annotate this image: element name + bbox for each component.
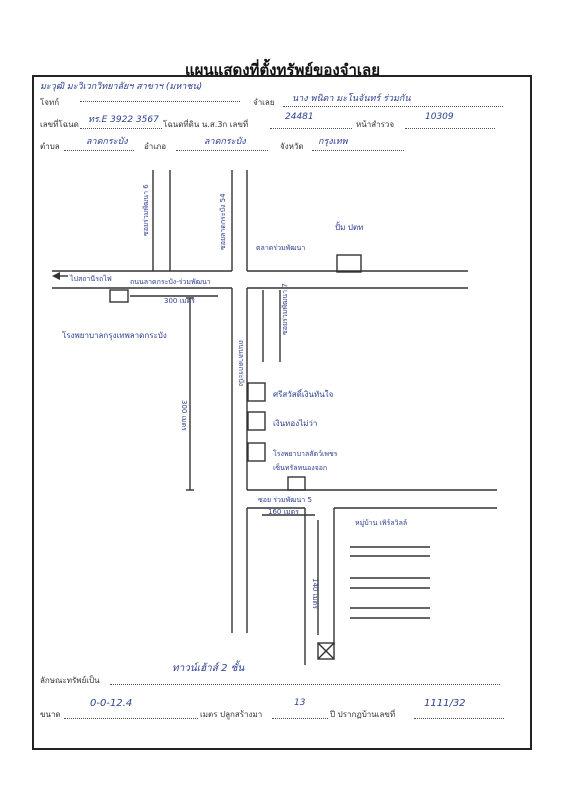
plaintiff-line [80, 101, 240, 102]
survey-value: 10309 [425, 112, 454, 122]
property-line [110, 684, 500, 685]
land-label: โฉนดที่ดิน น.ส.3ก เลขที่ [163, 120, 249, 129]
house-no-value: 1111/32 [424, 698, 466, 709]
defendant-label: จำเลย [253, 98, 275, 107]
province-line [312, 150, 404, 151]
house-no-label: ปี ปรากฏบ้านเลขที่ [330, 710, 396, 719]
deed-value: ทร.E 3922 3567 [88, 115, 159, 125]
to-station-label: ไปสถานีรถไฟ [69, 274, 112, 283]
shop-4-label: เซ็นทรัลหนองจอก [273, 463, 327, 472]
shop-box-3 [247, 442, 266, 462]
house-no-line [414, 718, 504, 719]
property-value: ทาวน์เฮ้าส์ 2 ชั้น [172, 663, 245, 674]
soi-left-label: ซอยร่วมพัฒนา 6 [142, 184, 150, 236]
arrow-left-icon [52, 272, 60, 280]
case-line: มะวุฒิ มะวิเวกวิทยาลัยฯ สาขาฯ (มหาชน) [40, 82, 203, 92]
shop-3-label: โรงพยาบาลสัตว์เพชร [273, 449, 338, 458]
ptt-building [336, 254, 362, 273]
age-label: เมตร ปลูกสร้างมา [200, 710, 263, 719]
hospital-building [109, 289, 129, 303]
age-line [272, 718, 328, 719]
shop-box-2 [247, 411, 266, 431]
age-value: 13 [294, 698, 306, 708]
survey-label: หน้าสำรวจ [356, 120, 395, 129]
size-value: 0-0-12.4 [90, 698, 133, 709]
subdistrict-label: ตำบล [40, 142, 60, 151]
ptt-label: ปั้ม ปตท [335, 221, 363, 232]
subdistrict-value: ลาดกระบัง [86, 137, 128, 147]
target-property-marker [317, 642, 335, 660]
page-title: แผนแสดงที่ตั้งทรัพย์ของจำเลย [184, 61, 381, 79]
village-label: หมู่บ้าน เพิร์ลวิลล์ [355, 519, 407, 527]
land-value: 24481 [285, 112, 314, 122]
shop-2-label: เงินทองไม่ว่า [273, 419, 317, 428]
property-label: ลักษณะทรัพย์เป็น [40, 676, 100, 685]
subdistrict-line [64, 150, 134, 151]
province-value: กรุงเทพ [318, 137, 348, 147]
distance-top-label: 300 เมตร [164, 297, 195, 305]
size-label: ขนาด [40, 710, 61, 719]
province-label: จังหวัด [280, 142, 304, 151]
distance-left-label: 300 เมตร [180, 400, 188, 431]
shop-box-1 [247, 382, 266, 402]
shop-1-label: ศรีสวัสดิ์เงินทันใจ [273, 388, 334, 399]
location-map: ซอยร่วมพัฒนา 6 ซอยลาดกระบัง 54 ไปสถานีรถ… [52, 170, 497, 665]
shop-box-4 [287, 476, 306, 491]
deed-line [80, 128, 162, 129]
deed-label: เลขที่โฉนด [40, 120, 79, 129]
district-line [176, 150, 268, 151]
hospital-label: โรงพยาบาลกรุงเทพลาดกระบัง [62, 330, 167, 340]
plaintiff-label: โจทก์ [40, 98, 60, 107]
district-label: อำเภอ [144, 142, 167, 151]
market-label: ตลาดร่วมพัฒนา [256, 244, 305, 252]
road-main-label: ถนนลาดกระบัง-ร่วมพัฒนา [130, 278, 211, 286]
defendant-line [283, 106, 503, 107]
size-line [64, 718, 198, 719]
soi-top-label: ซอยลาดกระบัง 54 [219, 193, 227, 250]
land-line [270, 128, 352, 129]
soi-bottom-label: ซอย ร่วมพัฒนา 5 [258, 496, 312, 504]
district-value: ลาดกระบัง [204, 137, 246, 147]
document-frame [32, 75, 532, 750]
distance-160-label: 160 เมตร [268, 508, 299, 516]
survey-line [405, 128, 495, 129]
soi-right-label: ซอยร่วมพัฒนา 7 [281, 283, 289, 335]
distance-140-label: 140 เมตร [311, 578, 319, 609]
defendant-value: นาง พนิดา มะโนจันทร์ ร่วมกัน [292, 94, 411, 104]
road-vertical-label: ถนนลาดกระบัง [237, 340, 245, 386]
